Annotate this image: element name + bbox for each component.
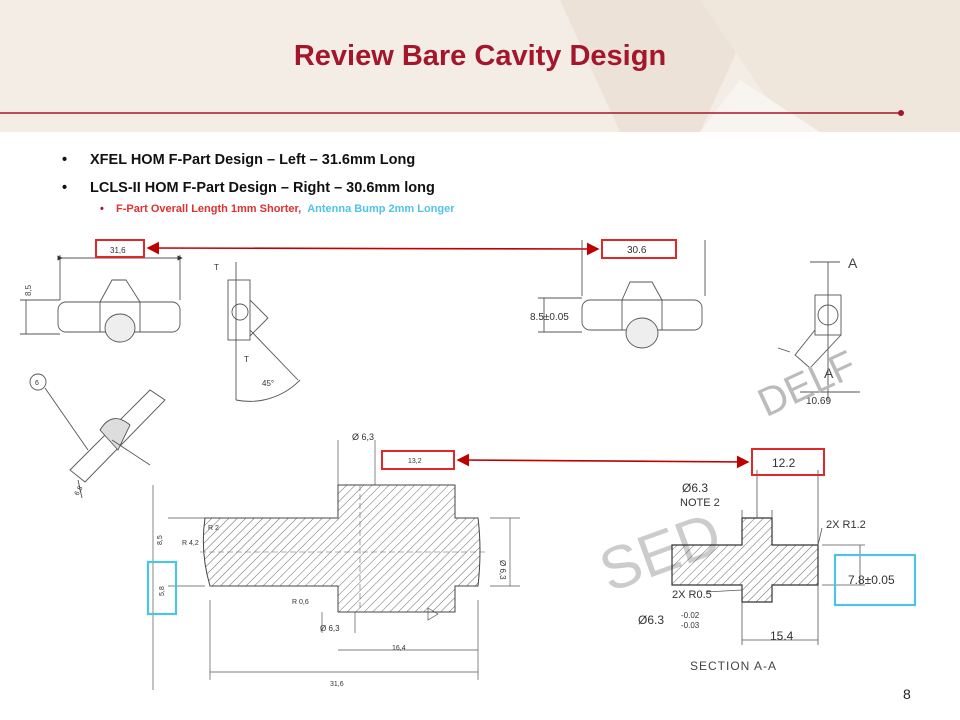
xfel-top-view (227, 262, 301, 402)
radius-r06: R 0,6 (292, 599, 309, 606)
dim-dia-bottom-lcls: Ø6.3 (638, 613, 664, 627)
highlight-box-xfel-stub (146, 560, 178, 616)
dim-dia-top-xfel: Ø 6,3 (352, 432, 374, 442)
dim-width-lcls: 10.69 (806, 396, 831, 407)
dim-height-stub-xfel: 5,8 (159, 586, 166, 596)
radius-r42: R 4,2 (182, 540, 199, 547)
detail-number: 6 (35, 380, 39, 387)
slide-title: Review Bare Cavity Design (293, 40, 667, 72)
dim-height-total-xfel: 8,5 (157, 535, 164, 545)
dim-len-15-lcls: 15.4 (770, 629, 794, 643)
dim-height-lcls: 8.5±0.05 (530, 312, 569, 323)
bullet-list: •XFEL HOM F-Part Design – Left – 31.6mm … (62, 150, 862, 218)
dim-dia-bottom-xfel: Ø 6,3 (320, 624, 340, 633)
engineering-drawings: 8,5 T T 45° 6 6,8 31,6 30.6 8.5±0.05 (20, 239, 917, 690)
t-label-2: T (244, 355, 249, 364)
lcls-cross-section (671, 470, 865, 645)
dim-height-xfel: 8,5 (24, 284, 33, 296)
dim-bump-xfel: 13,2 (408, 458, 422, 465)
highlight-box-xfel-length (95, 239, 145, 258)
header-decoration (0, 0, 960, 132)
dim-len-total-xfel: 31,6 (330, 681, 344, 688)
watermark-top: DELF (751, 343, 862, 426)
dim-length-lcls: 30.6 (627, 245, 647, 256)
radius-big-lcls: 2X R1.2 (826, 519, 866, 531)
xfel-iso-view (29, 373, 166, 499)
t-label-1: T (214, 263, 219, 272)
dim-height-stub-lcls: 7.8±0.05 (848, 573, 895, 587)
dim-dia-top-lcls: Ø6.3 (682, 481, 708, 495)
tol-lower: -0.03 (681, 621, 700, 630)
sub-bullet-part2: Antenna Bump 2mm Longer (307, 203, 455, 215)
angle-label: 45° (262, 379, 274, 388)
note-label: NOTE 2 (680, 497, 720, 509)
dim-dia-iso: 6,8 (74, 485, 85, 497)
highlight-box-xfel-bump (381, 450, 455, 470)
dim-len-16-xfel: 16,4 (392, 645, 406, 652)
bullet-item: •LCLS-II HOM F-Part Design – Right – 30.… (62, 180, 435, 196)
highlight-box-lcls-length (601, 239, 677, 259)
highlight-box-lcls-bump (751, 448, 825, 476)
dim-length-xfel: 31,6 (110, 246, 126, 255)
section-label-a2: A (824, 365, 834, 381)
section-title: SECTION A-A (690, 659, 777, 673)
compare-arrow-bump (456, 453, 750, 469)
header-band (0, 0, 960, 132)
tol-upper: -0.02 (681, 611, 700, 620)
xfel-side-view (20, 255, 183, 343)
lcls-side-view (538, 240, 706, 349)
radius-r2: R 2 (208, 525, 219, 532)
sub-bullet-part1: F-Part Overall Length 1mm Shorter, (116, 203, 302, 215)
xfel-cross-section (152, 440, 520, 690)
dim-dia-right-xfel: Ø 6,3 (498, 560, 507, 580)
section-label-a1: A (848, 255, 858, 271)
bullet-item: •XFEL HOM F-Part Design – Left – 31.6mm … (62, 152, 416, 168)
highlight-box-lcls-stub (833, 553, 917, 607)
lcls-section-view (777, 261, 860, 400)
bullet-text: LCLS-II HOM F-Part Design – Right – 30.6… (90, 180, 435, 196)
bullet-text: XFEL HOM F-Part Design – Left – 31.6mm L… (90, 152, 416, 168)
sub-bullet-item: •F-Part Overall Length 1mm Shorter,Anten… (100, 203, 455, 215)
radius-small-lcls: 2X R0.5 (672, 589, 712, 601)
dim-bump-lcls: 12.2 (772, 456, 796, 470)
page-number: 8 (903, 686, 911, 702)
compare-arrow-length (146, 241, 600, 256)
